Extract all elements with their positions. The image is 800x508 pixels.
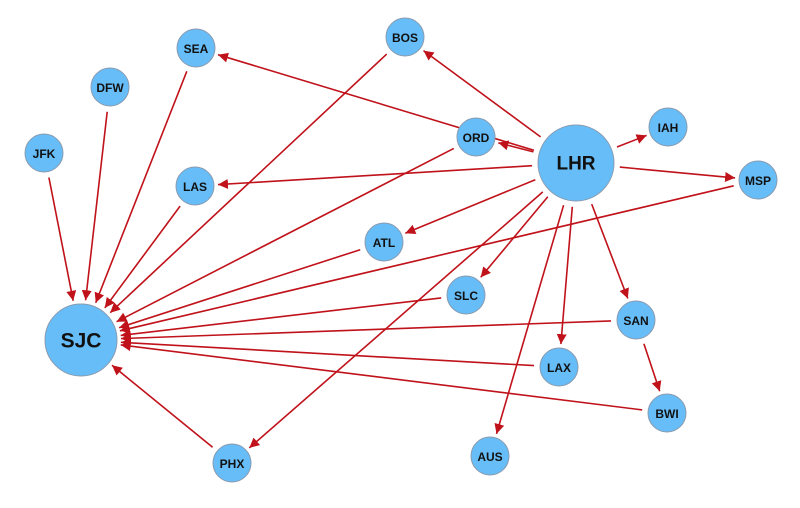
nodes-layer: SJC LHR BOS SEA DFW JFK ORD IAH MSP LAS ATL SLC SAN L… (24, 17, 778, 483)
node-circle-msp (738, 160, 778, 200)
edge-msp-to-sjc (119, 185, 734, 334)
node-circle-phx (212, 443, 252, 483)
edge-lhr-to-phx (248, 191, 544, 449)
edge-ord-to-sjc (116, 147, 455, 323)
edge-bwi-to-sjc (120, 341, 643, 411)
node-label-lhr: LHR (556, 154, 595, 175)
edge-jfk-to-sjc (48, 177, 77, 301)
node-phx: PHX (212, 443, 252, 483)
node-circle-ord (456, 117, 496, 157)
edge-slc-to-sjc (120, 297, 442, 340)
node-msp: MSP (738, 160, 778, 200)
edge-lhr-to-san (590, 203, 629, 299)
node-circle-sjc (44, 303, 118, 377)
node-lhr: LHR (537, 124, 615, 202)
node-label-sea: SEA (184, 42, 209, 56)
node-sea: SEA (176, 28, 216, 68)
node-circle-sea (176, 28, 216, 68)
edge-lhr-to-las (217, 164, 533, 189)
node-circle-aus (470, 436, 510, 476)
node-las: LAS (175, 166, 215, 206)
node-label-slc: SLC (454, 289, 478, 303)
node-label-bos: BOS (392, 31, 418, 45)
node-circle-bos (385, 17, 425, 57)
node-aus: AUS (470, 436, 510, 476)
edge-dfw-to-sjc (81, 111, 108, 301)
node-san: SAN (616, 300, 656, 340)
node-jfk: JFK (24, 133, 64, 173)
edge-lhr-to-aus (494, 204, 565, 435)
node-label-iah: IAH (658, 121, 679, 135)
edge-las-to-sjc (104, 205, 181, 309)
node-circle-las (175, 166, 215, 206)
node-circle-dfw (90, 67, 130, 107)
node-bos: BOS (385, 17, 425, 57)
node-iah: IAH (648, 107, 688, 147)
edge-san-to-sjc (120, 320, 612, 344)
node-label-jfk: JFK (33, 147, 56, 161)
node-label-dfw: DFW (96, 81, 124, 95)
edge-bos-to-sjc (109, 53, 388, 314)
edge-phx-to-sjc (111, 364, 214, 448)
node-atl: ATL (364, 222, 404, 262)
node-label-aus: AUS (477, 450, 502, 464)
edge-lhr-to-atl (404, 178, 536, 235)
node-label-ord: ORD (463, 131, 490, 145)
node-ord: ORD (456, 117, 496, 157)
node-circle-bwi (647, 393, 687, 433)
node-label-atl: ATL (373, 236, 395, 250)
node-label-sjc: SJC (61, 330, 102, 353)
edge-san-to-bwi (643, 343, 662, 392)
node-dfw: DFW (90, 67, 130, 107)
node-circle-san (616, 300, 656, 340)
node-label-msp: MSP (745, 174, 771, 188)
node-bwi: BWI (647, 393, 687, 433)
node-circle-lhr (537, 124, 615, 202)
edges-layer (48, 49, 736, 449)
node-label-san: SAN (623, 314, 648, 328)
edge-lhr-to-lax (556, 206, 574, 345)
edge-lhr-to-iah (616, 134, 647, 148)
node-label-phx: PHX (220, 457, 245, 471)
node-sjc: SJC (44, 303, 118, 377)
node-label-bwi: BWI (655, 407, 678, 421)
edge-lhr-to-msp (619, 166, 736, 182)
edge-lax-to-sjc (120, 337, 535, 367)
node-circle-atl (364, 222, 404, 262)
node-label-las: LAS (183, 180, 207, 194)
node-circle-lax (539, 347, 579, 387)
node-circle-slc (446, 275, 486, 315)
edge-lhr-to-bos (423, 49, 542, 138)
node-circle-jfk (24, 133, 64, 173)
edge-sea-to-sjc (94, 71, 188, 304)
node-label-lax: LAX (547, 361, 571, 375)
edge-atl-to-sjc (118, 248, 361, 330)
node-slc: SLC (446, 275, 486, 315)
node-lax: LAX (539, 347, 579, 387)
node-circle-iah (648, 107, 688, 147)
edge-lhr-to-ord (498, 140, 534, 153)
